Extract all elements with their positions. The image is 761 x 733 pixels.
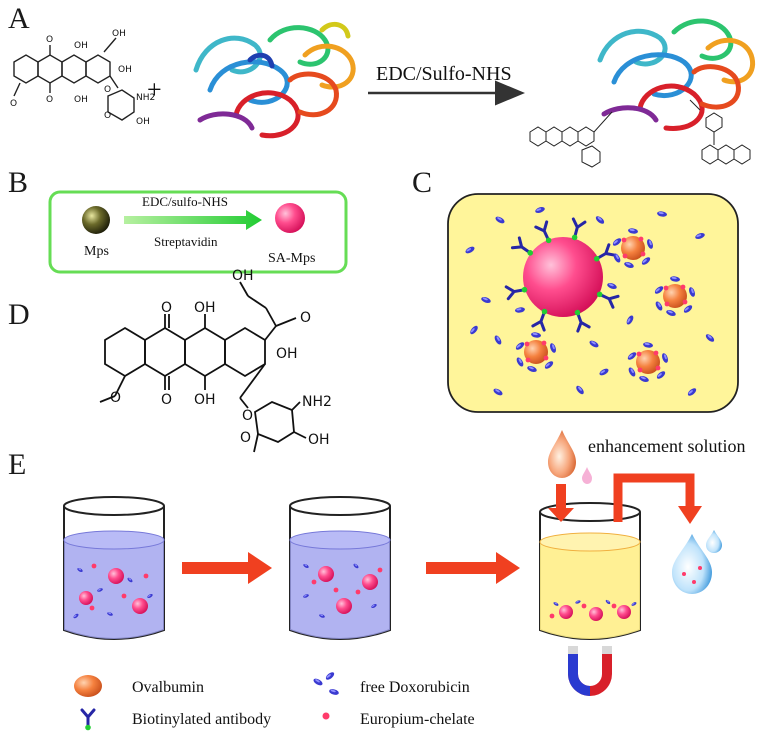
- legend: Ovalbumin free Doxorubicin Biotinylated …: [74, 670, 475, 732]
- mps-label: Mps: [84, 244, 109, 259]
- svg-text:OH: OH: [232, 268, 254, 284]
- svg-text:OH: OH: [112, 29, 126, 39]
- panel-b-frame: [48, 190, 348, 274]
- svg-text:O: O: [242, 408, 253, 424]
- beaker-3: [539, 502, 641, 640]
- svg-text:O: O: [300, 310, 311, 326]
- doxorubicin-atom-labels-large: O OH OH O OH O OH O O NH2 O OH: [110, 268, 332, 448]
- svg-text:O: O: [110, 390, 121, 406]
- svg-text:O: O: [104, 85, 111, 95]
- panel-label-b: B: [8, 166, 28, 199]
- green-arrow: [124, 210, 262, 230]
- transfer-arrow-head: [678, 506, 702, 524]
- legend-dox-label: free Doxorubicin: [360, 679, 470, 696]
- svg-text:O: O: [10, 99, 17, 109]
- svg-text:O: O: [46, 35, 53, 45]
- output-drops: [672, 530, 722, 594]
- svg-text:O: O: [104, 111, 111, 121]
- svg-text:O: O: [161, 392, 172, 408]
- legend-dox-swatch: [312, 677, 324, 687]
- svg-text:OH: OH: [308, 432, 330, 448]
- svg-text:O: O: [161, 300, 172, 316]
- conjugated-doxorubicin-right: [689, 99, 751, 165]
- sa-mps-label: SA-Mps: [268, 251, 315, 266]
- reagent-bottom-label: Streptavidin: [154, 234, 218, 249]
- enhancement-label: enhancement solution: [588, 436, 745, 456]
- svg-text:OH: OH: [74, 41, 88, 51]
- legend-europium-label: Europium-chelate: [360, 711, 475, 728]
- beaker-2: [289, 496, 391, 640]
- process-arrow-2: [426, 552, 520, 584]
- process-arrow-1: [182, 552, 272, 584]
- conjugated-protein-ribbon: [597, 18, 756, 132]
- sa-mps-large-bead: [523, 237, 603, 317]
- magnet: [568, 646, 612, 696]
- doxorubicin-atom-labels-small: O OH OH OH O O OH O O NH2 OH: [10, 29, 155, 127]
- ovalbumin-protein-ribbon: [193, 21, 356, 139]
- sa-mps-bead: [275, 203, 305, 233]
- reagent-label-a: EDC/Sulfo-NHS: [376, 63, 512, 85]
- svg-text:OH: OH: [194, 300, 216, 316]
- conjugated-doxorubicin-left: [529, 111, 613, 168]
- legend-antibody-swatch: [80, 708, 96, 732]
- legend-ovalbumin-swatch: [74, 675, 102, 697]
- panel-label-e: E: [8, 448, 26, 481]
- svg-text:O: O: [240, 430, 251, 446]
- svg-text:OH: OH: [136, 117, 150, 127]
- legend-antibody-label: Biotinylated antibody: [132, 711, 271, 728]
- svg-text:OH: OH: [118, 65, 132, 75]
- svg-text:O: O: [46, 95, 53, 105]
- legend-europium-swatch: [322, 712, 330, 720]
- svg-text:OH: OH: [74, 95, 88, 105]
- add-solution-arrow: [548, 484, 574, 522]
- beaker-1: [63, 496, 165, 640]
- panel-label-d: D: [8, 298, 30, 331]
- enhancement-drop: [548, 430, 592, 484]
- mps-bead: [82, 206, 110, 234]
- svg-text:OH: OH: [276, 346, 298, 362]
- doxorubicin-structure-small: [13, 37, 135, 121]
- svg-text:NH2: NH2: [136, 93, 155, 103]
- plus-sign: +: [147, 75, 162, 104]
- svg-text:OH: OH: [194, 392, 216, 408]
- reagent-top-label: EDC/sulfo-NHS: [142, 194, 228, 209]
- panel-label-a: A: [8, 2, 30, 35]
- doxorubicin-structure-large: [99, 281, 307, 453]
- svg-text:NH2: NH2: [302, 394, 332, 410]
- transfer-arrow: [613, 473, 695, 522]
- panel-label-c: C: [412, 166, 432, 199]
- legend-ovalbumin-label: Ovalbumin: [132, 679, 204, 696]
